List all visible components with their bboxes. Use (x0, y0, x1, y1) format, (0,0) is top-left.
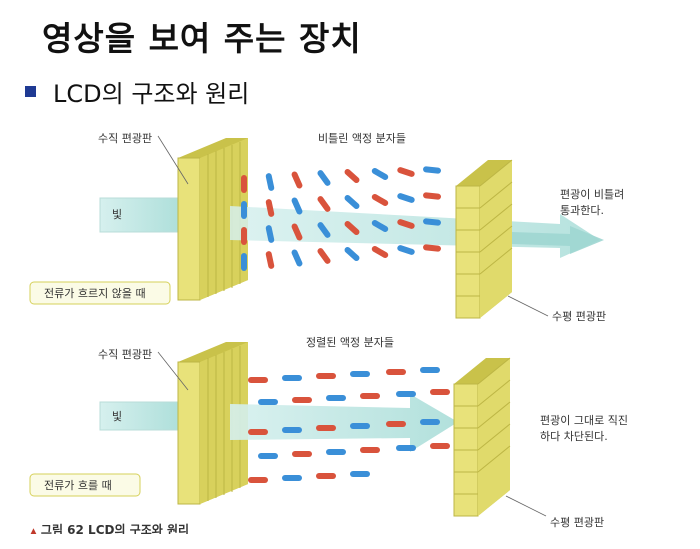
bottom-label-condition: 전류가 흐를 때 (44, 479, 112, 492)
lc-molecule (258, 453, 278, 459)
top-label-light: 빛 (112, 208, 122, 221)
top-condition-box (29, 281, 171, 305)
lc-molecule (291, 197, 303, 215)
lc-molecule (248, 377, 268, 383)
top-exit-arrow (512, 226, 604, 254)
lc-molecule (265, 199, 275, 217)
bottom-label-result-2: 하다 차단된다. (540, 429, 608, 443)
lc-molecule (248, 429, 268, 435)
lc-molecule (396, 445, 416, 451)
lc-molecule (371, 194, 389, 206)
figure-caption: ▲그림 62 LCD의 구조와 원리 (30, 521, 189, 534)
lc-molecule (317, 248, 331, 264)
lc-molecule (317, 170, 331, 186)
bottom-label-molecules: 정렬된 액정 분자들 (306, 336, 394, 349)
lc-molecule (371, 246, 389, 258)
lc-molecule (430, 389, 450, 395)
bullet-text: LCD의 구조와 원리 (53, 80, 250, 108)
lc-molecule (317, 196, 331, 212)
top-label-molecules: 비틀린 액정 분자들 (318, 132, 406, 145)
lc-molecule (344, 194, 360, 210)
lc-molecule (397, 219, 415, 229)
lc-molecule (265, 173, 275, 191)
lc-molecule (423, 192, 441, 200)
bottom-vertical-polarizer (177, 342, 248, 505)
top-panel: 수직 편광판 비틀린 액정 분자들 빛 편광이 비틀려 통과한다. 전류가 흐르… (29, 132, 624, 323)
top-light-beam-through (230, 206, 600, 258)
lc-molecule (344, 220, 360, 236)
lc-molecule (360, 393, 380, 399)
lc-molecule (291, 223, 303, 241)
lc-molecule (291, 249, 303, 267)
lc-molecule (430, 443, 450, 449)
lc-molecule (316, 473, 336, 479)
slide-title: 영상을 보여 주는 장치 (42, 19, 362, 58)
lc-molecule (397, 193, 415, 203)
lc-molecule (420, 419, 440, 425)
lc-molecule (423, 218, 441, 226)
bottom-label-result-1: 편광이 그대로 직진 (540, 414, 628, 427)
lc-molecule (265, 225, 275, 243)
lc-molecule (397, 245, 415, 255)
lc-molecule (360, 447, 380, 453)
lc-molecule (326, 395, 346, 401)
bottom-label-vertical-polarizer: 수직 편광판 (98, 348, 152, 361)
lc-molecule (386, 369, 406, 375)
lc-molecule (397, 167, 415, 177)
lc-molecule (350, 371, 370, 377)
lc-molecule (423, 166, 441, 174)
bottom-condition-box (29, 473, 141, 497)
top-label-vertical-polarizer: 수직 편광판 (98, 132, 152, 145)
bottom-panel: 수직 편광판 정렬된 액정 분자들 빛 편광이 그대로 직진 하다 차단된다. … (29, 336, 628, 529)
bottom-horizontal-polarizer (453, 357, 511, 517)
lc-molecule (326, 449, 346, 455)
bottom-label-horizontal-polarizer: 수평 편광판 (550, 516, 604, 529)
lc-molecule (344, 246, 360, 262)
top-vertical-polarizer (177, 138, 248, 301)
lc-molecule (350, 423, 370, 429)
top-twisted-molecules (241, 166, 441, 271)
lc-molecule (420, 367, 440, 373)
lc-molecule (316, 373, 336, 379)
lc-molecule (386, 421, 406, 427)
top-label-result-1: 편광이 비틀려 (560, 188, 624, 201)
lc-molecule (258, 399, 278, 405)
bottom-label-light: 빛 (112, 410, 122, 423)
lc-molecule (248, 477, 268, 483)
lc-molecule (241, 227, 247, 245)
lc-molecule (282, 427, 302, 433)
lc-molecule (396, 391, 416, 397)
top-label-condition: 전류가 흐르지 않을 때 (44, 287, 146, 300)
top-horizontal-polarizer (455, 159, 513, 319)
lc-molecule (241, 201, 247, 219)
lc-molecule (292, 397, 312, 403)
lc-molecule (371, 220, 389, 232)
lc-molecule (265, 251, 275, 269)
lc-molecule (316, 425, 336, 431)
lc-molecule (291, 171, 303, 189)
bottom-aligned-molecules (248, 367, 450, 483)
lc-molecule (241, 175, 247, 193)
bullet-square-icon (25, 86, 36, 97)
lc-molecule (350, 471, 370, 477)
lc-molecule (423, 244, 441, 252)
caption-triangle-icon: ▲ (30, 527, 37, 534)
lc-molecule (241, 253, 247, 271)
bullet-item: LCD의 구조와 원리 (25, 74, 249, 109)
lc-molecule (344, 168, 360, 184)
lc-molecule (282, 375, 302, 381)
bottom-light-beam-through (230, 394, 458, 452)
caption-text: 그림 62 LCD의 구조와 원리 (40, 523, 190, 534)
top-label-result-2: 통과한다. (560, 204, 604, 217)
top-label-horizontal-polarizer: 수평 편광판 (552, 310, 606, 323)
lc-molecule (292, 451, 312, 457)
lc-molecule (317, 222, 331, 238)
lc-molecule (282, 475, 302, 481)
lc-molecule (371, 168, 389, 180)
